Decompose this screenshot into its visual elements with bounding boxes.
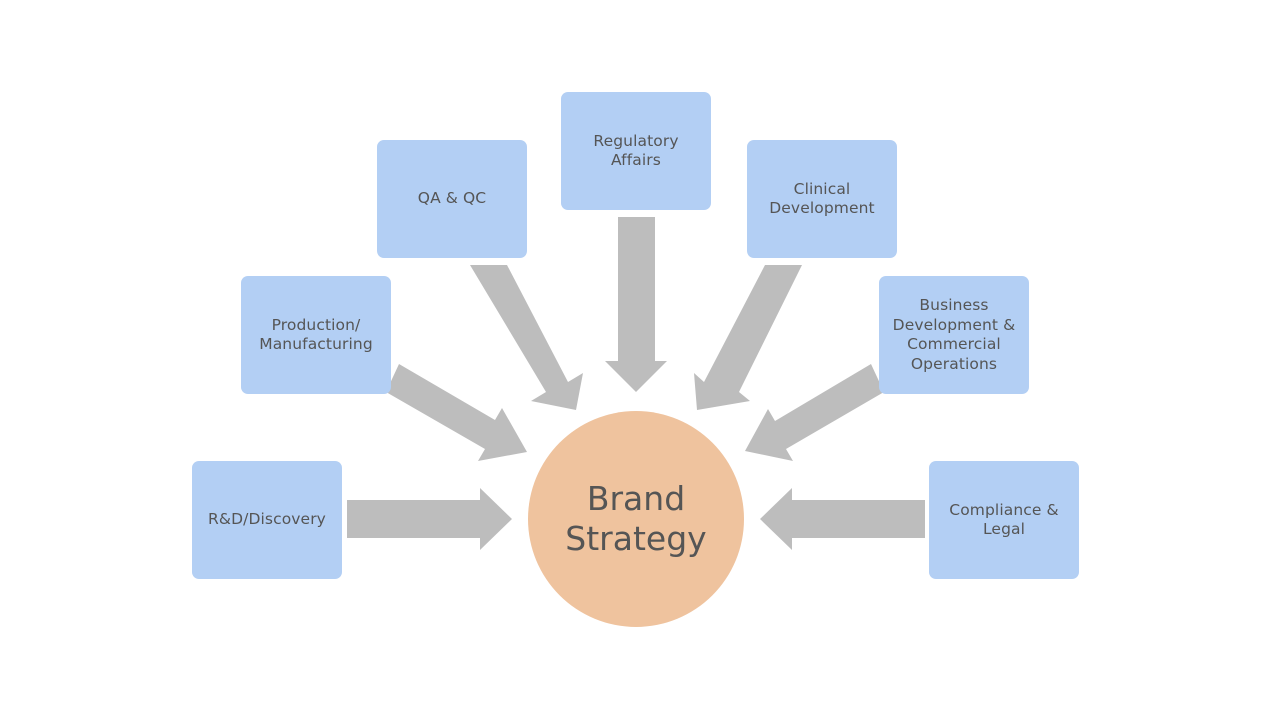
node-clinical-development: Clinical Development: [747, 140, 897, 258]
node-label: Compliance & Legal: [949, 500, 1059, 539]
center-label: Brand Strategy: [565, 479, 707, 558]
arrow-clinical-to-center: [694, 265, 802, 410]
arrow-business-to-center: [745, 364, 884, 461]
arrow-compliance-to-center: [760, 488, 925, 550]
node-business-development: Business Development & Commercial Operat…: [879, 276, 1029, 394]
brand-strategy-circle: Brand Strategy: [528, 411, 744, 627]
node-label: R&D/Discovery: [208, 510, 326, 529]
node-label: Production/ Manufacturing: [259, 315, 373, 354]
node-regulatory-affairs: Regulatory Affairs: [561, 92, 711, 210]
node-label: QA & QC: [417, 189, 487, 208]
node-qa-qc: QA & QC: [377, 140, 527, 258]
arrow-production-to-center: [386, 364, 527, 461]
node-label: Business Development & Commercial Operat…: [892, 296, 1016, 373]
node-label: Clinical Development: [769, 179, 875, 218]
arrow-rd-to-center: [347, 488, 512, 550]
node-compliance-legal: Compliance & Legal: [929, 461, 1079, 579]
arrow-regulatory-to-center: [605, 217, 667, 392]
node-production-manufacturing: Production/ Manufacturing: [241, 276, 391, 394]
node-label: Regulatory Affairs: [593, 131, 679, 170]
node-rd-discovery: R&D/Discovery: [192, 461, 342, 579]
arrow-qa-to-center: [470, 265, 583, 410]
